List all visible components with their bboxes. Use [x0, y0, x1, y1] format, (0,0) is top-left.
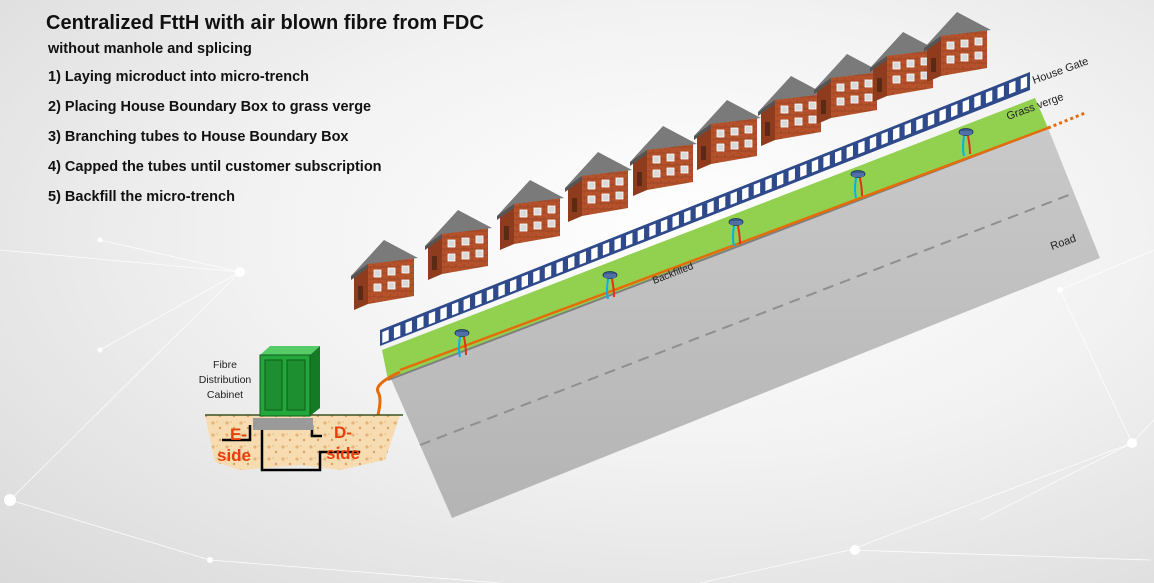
- microduct-extension: [1047, 111, 1086, 130]
- title-block: Centralized FttH with air blown fibre fr…: [46, 12, 484, 218]
- step-item: 4) Capped the tubes until customer subsc…: [48, 159, 382, 175]
- house-boundary-box-icon: [850, 170, 866, 199]
- step-item: 2) Placing House Boundary Box to grass v…: [48, 99, 372, 115]
- label-cabinet-line-2: Distribution: [199, 374, 252, 386]
- house-boundary-box-icon: [728, 218, 744, 247]
- label-e-side-line-1: E-: [230, 425, 247, 444]
- house-boundary-box-icon: [454, 329, 470, 358]
- step-item: 3) Branching tubes to House Boundary Box: [48, 129, 349, 145]
- road-surface: [388, 128, 1100, 518]
- grass-verge: [382, 98, 1048, 380]
- cabinet-foot-cable: [222, 425, 252, 442]
- background-nodes: [4, 237, 1137, 563]
- house-icon: [758, 76, 825, 146]
- house-icon: [425, 210, 492, 280]
- step-item: 1) Laying microduct into micro-trench: [48, 69, 310, 85]
- houses-row: [351, 12, 991, 310]
- house-boundary-boxes: [454, 128, 974, 358]
- step-item: 5) Backfill the micro-trench: [48, 189, 235, 205]
- e-side-cable: [260, 428, 360, 472]
- road-centre-line: [419, 192, 1075, 446]
- label-d-side-line-1: D-: [334, 423, 352, 442]
- label-e-side-line-2: side: [217, 446, 251, 465]
- label-cabinet-line-3: Cabinet: [207, 389, 243, 401]
- house-boundary-box-icon: [958, 128, 974, 157]
- house-icon: [351, 240, 418, 310]
- label-d-side-line-2: side: [326, 444, 360, 463]
- house-icon: [497, 180, 564, 250]
- house-boundary-box-icon: [602, 271, 618, 300]
- house-icon: [814, 54, 881, 124]
- house-icon: [694, 100, 761, 170]
- step-list: 1) Laying microduct into micro-trench 2)…: [46, 68, 484, 218]
- cabinet-icon: [253, 346, 320, 430]
- background-network: [0, 239, 1154, 583]
- label-house-gate: House Gate: [1031, 55, 1090, 86]
- diagram-title: Centralized FttH with air blown fibre fr…: [46, 12, 484, 34]
- house-icon: [565, 152, 632, 222]
- house-gate-fence: [380, 72, 1030, 346]
- house-icon: [870, 32, 937, 102]
- diagram-subtitle: without manhole and splicing: [48, 41, 252, 57]
- label-cabinet-line-1: Fibre: [213, 359, 237, 371]
- microduct-trench-line: [399, 126, 1049, 372]
- house-icon: [630, 126, 697, 196]
- house-icon: [924, 12, 991, 82]
